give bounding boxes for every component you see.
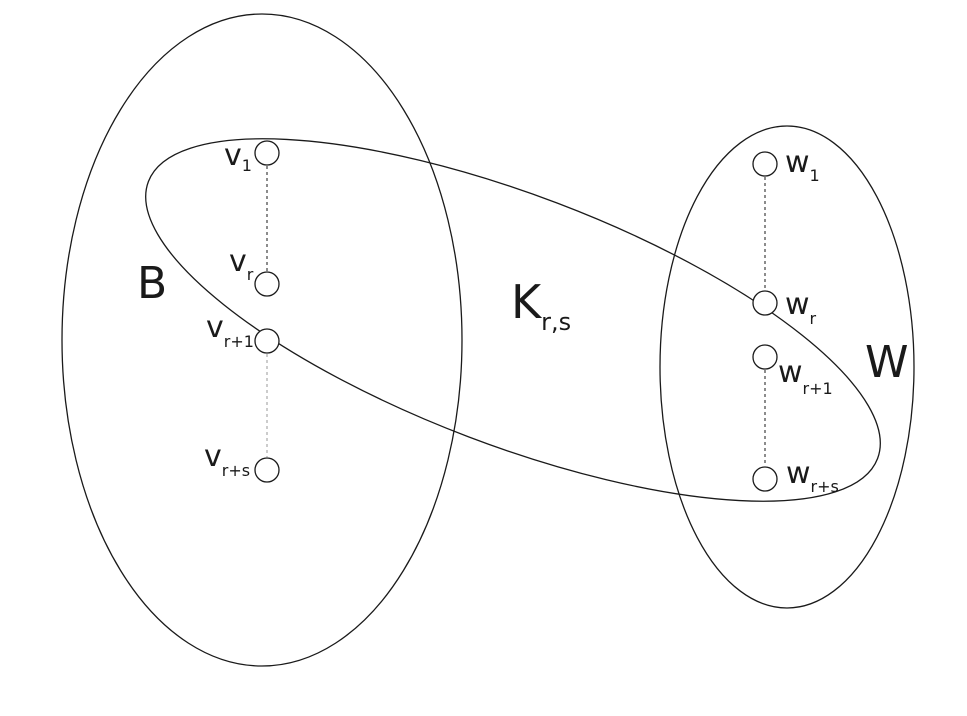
- vertex-wr1: [752, 344, 778, 370]
- label-vrs: vr+s: [204, 439, 250, 480]
- vertex-wr: [752, 290, 778, 316]
- vertex-w1: [752, 151, 778, 177]
- vertex-wrs: [752, 466, 778, 492]
- k-rs-label: Kr,s: [511, 275, 571, 336]
- set-b-ellipse: [61, 13, 463, 667]
- vertex-v1: [254, 140, 280, 166]
- set-w-label: W: [865, 337, 909, 388]
- label-vr1: vr+1: [206, 310, 254, 351]
- label-w1: w1: [785, 145, 820, 185]
- label-v1: v1: [224, 138, 252, 175]
- vertex-vr1: [254, 328, 280, 354]
- label-wr1: wr+1: [778, 355, 833, 398]
- vertex-vr: [254, 271, 280, 297]
- set-w-ellipse: [659, 125, 915, 609]
- vertex-vrs: [254, 457, 280, 483]
- label-vr: vr: [229, 244, 254, 284]
- set-b-label: B: [137, 258, 167, 309]
- k-rs-ellipse: [145, 138, 881, 502]
- label-wr: wr: [785, 287, 817, 328]
- label-wrs: wr+s: [786, 456, 839, 496]
